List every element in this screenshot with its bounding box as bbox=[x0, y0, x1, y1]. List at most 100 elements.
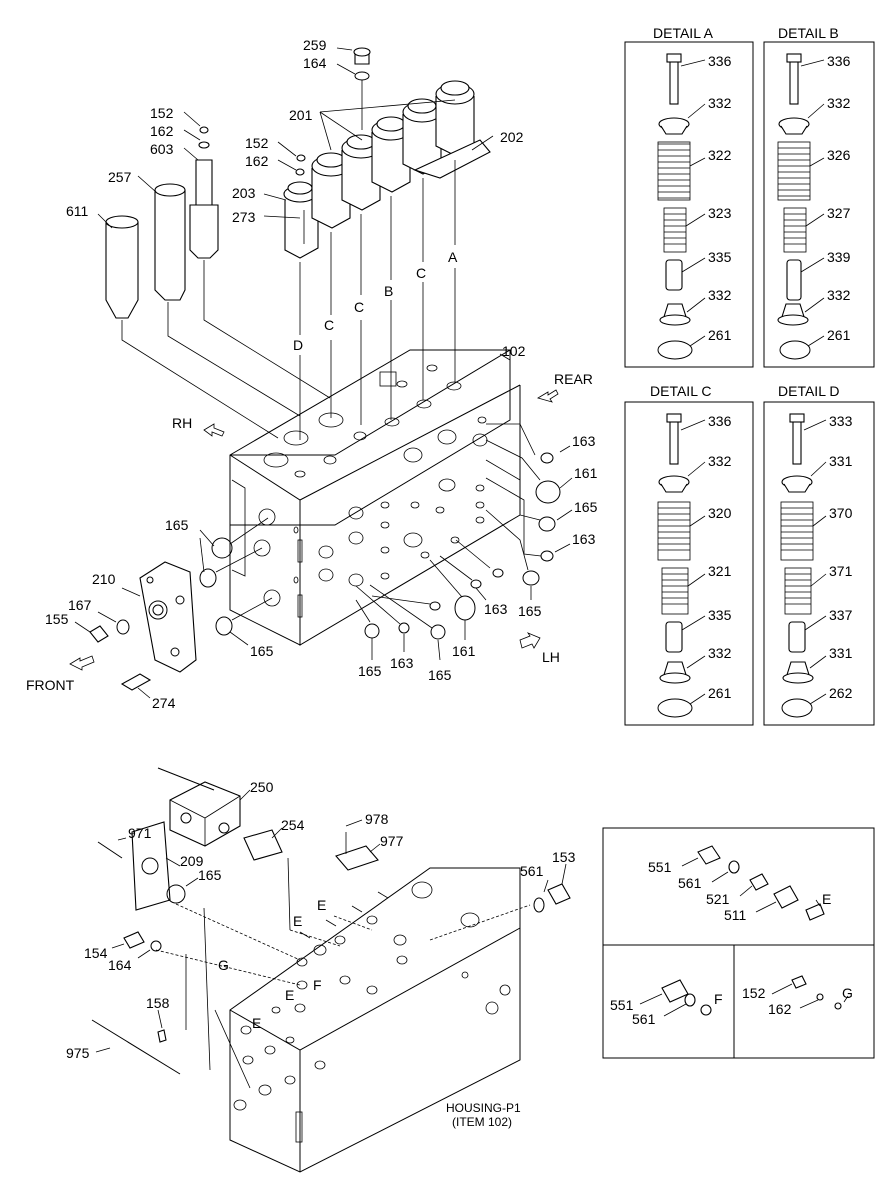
callout-163-d: 163 bbox=[390, 655, 414, 671]
inset-e-551: 551 bbox=[648, 859, 672, 875]
detail-d-part-3: 370 bbox=[829, 505, 853, 521]
callout-165-f: 165 bbox=[250, 643, 274, 659]
callout-102: 102 bbox=[502, 343, 526, 359]
detail-a-part-2: 332 bbox=[708, 95, 732, 111]
inset-g-letter: G bbox=[842, 985, 853, 1001]
detail-b-panel: DETAIL B 336 332 326 327 339 332 261 bbox=[763, 25, 875, 368]
inset-e-561: 561 bbox=[678, 875, 702, 891]
callout-164: 164 bbox=[108, 957, 132, 973]
detail-b-part-5: 339 bbox=[827, 249, 851, 265]
control-valve-block bbox=[229, 349, 521, 646]
detail-d-part-1: 333 bbox=[829, 413, 853, 429]
detail-c-part-4: 321 bbox=[708, 563, 732, 579]
callout-165: 165 bbox=[198, 867, 222, 883]
direction-indicators: REAR RH LH FRONT bbox=[26, 371, 593, 693]
callout-162: 162 bbox=[150, 123, 174, 139]
callout-163-b: 163 bbox=[572, 531, 596, 547]
callout-561: 561 bbox=[520, 863, 544, 879]
section-letter-c2: C bbox=[354, 299, 364, 315]
detail-a-part-1: 336 bbox=[708, 53, 732, 69]
detail-a-part-7: 261 bbox=[708, 327, 732, 343]
callout-611: 611 bbox=[66, 203, 89, 219]
front-cover: 210 167 155 274 bbox=[45, 561, 197, 711]
detail-a-part-3: 322 bbox=[708, 147, 732, 163]
inset-e-521: 521 bbox=[706, 891, 730, 907]
detail-a-title: DETAIL A bbox=[653, 25, 714, 41]
callout-152b: 152 bbox=[245, 135, 269, 151]
direction-front: FRONT bbox=[26, 677, 75, 693]
section-letter-d: D bbox=[293, 337, 303, 353]
inset-e-letter: E bbox=[822, 891, 831, 907]
detail-b-part-4: 327 bbox=[827, 205, 851, 221]
detail-b-title: DETAIL B bbox=[778, 25, 839, 41]
detail-c-part-6: 332 bbox=[708, 645, 732, 661]
callout-201: 201 bbox=[289, 107, 313, 123]
callout-154: 154 bbox=[84, 945, 108, 961]
housing-letter-e-1: E bbox=[293, 913, 302, 929]
detail-b-part-6: 332 bbox=[827, 287, 851, 303]
callout-202: 202 bbox=[500, 129, 524, 145]
direction-rh: RH bbox=[172, 415, 192, 431]
inset-f-letter: F bbox=[714, 991, 723, 1007]
callout-978: 978 bbox=[365, 811, 389, 827]
section-letter-b: B bbox=[384, 283, 393, 299]
housing-letter-e-3: E bbox=[285, 987, 294, 1003]
callout-165-c: 165 bbox=[428, 667, 452, 683]
direction-rear: REAR bbox=[554, 371, 593, 387]
detail-d-part-4: 371 bbox=[829, 563, 853, 579]
callout-254: 254 bbox=[281, 817, 305, 833]
detail-a-part-6: 332 bbox=[708, 287, 732, 303]
direction-lh: LH bbox=[542, 649, 560, 665]
callout-165-b: 165 bbox=[518, 603, 542, 619]
housing-caption-1: HOUSING-P1 bbox=[446, 1101, 521, 1115]
detail-c-title: DETAIL C bbox=[650, 383, 711, 399]
callout-203: 203 bbox=[232, 185, 256, 201]
detail-d-panel: DETAIL D 333 331 370 371 337 331 262 bbox=[763, 383, 875, 726]
detail-a-part-5: 335 bbox=[708, 249, 732, 265]
detail-d-title: DETAIL D bbox=[778, 383, 839, 399]
callout-152: 152 bbox=[150, 105, 174, 121]
detail-b-part-3: 326 bbox=[827, 147, 851, 163]
housing-letter-e-2: E bbox=[317, 897, 326, 913]
cap-leader-lines bbox=[299, 99, 494, 440]
detail-b-part-2: 332 bbox=[827, 95, 851, 111]
callout-165-d: 165 bbox=[358, 663, 382, 679]
callout-274: 274 bbox=[152, 695, 176, 711]
relief-valves bbox=[105, 126, 331, 439]
callout-167: 167 bbox=[68, 597, 92, 613]
callout-209: 209 bbox=[180, 853, 204, 869]
inset-e-511: 511 bbox=[724, 907, 747, 923]
section-letter-a: A bbox=[448, 249, 458, 265]
detail-b-part-1: 336 bbox=[827, 53, 851, 69]
detail-a-panel: DETAIL A 336 332 322 323 335 332 261 bbox=[624, 25, 754, 368]
callout-161-b: 161 bbox=[452, 643, 476, 659]
callout-971: 971 bbox=[128, 825, 152, 841]
callout-162b: 162 bbox=[245, 153, 269, 169]
detail-d-part-5: 337 bbox=[829, 607, 853, 623]
callout-161-a: 161 bbox=[574, 465, 598, 481]
detail-c-part-7: 261 bbox=[708, 685, 732, 701]
callout-210: 210 bbox=[92, 571, 116, 587]
housing-letter-e-4: E bbox=[252, 1015, 261, 1031]
housing-letter-g: G bbox=[218, 957, 229, 973]
housing-body bbox=[229, 867, 521, 1173]
callout-259: 259 bbox=[303, 37, 327, 53]
callout-250: 250 bbox=[250, 779, 274, 795]
housing-parts: 250 254 978 977 971 209 165 561 153 154 … bbox=[66, 767, 576, 1129]
detail-c-part-2: 332 bbox=[708, 453, 732, 469]
housing-letter-f: F bbox=[313, 977, 322, 993]
inset-f-551: 551 bbox=[610, 997, 634, 1013]
callout-153: 153 bbox=[552, 849, 576, 865]
inset-f-561: 561 bbox=[632, 1011, 656, 1027]
section-letter-c1: C bbox=[324, 317, 334, 333]
detail-c-part-1: 336 bbox=[708, 413, 732, 429]
inset-g-152: 152 bbox=[742, 985, 766, 1001]
callout-164: 164 bbox=[303, 55, 327, 71]
callout-163-c: 163 bbox=[484, 601, 508, 617]
detail-d-part-7: 262 bbox=[829, 685, 853, 701]
inset-g-162: 162 bbox=[768, 1001, 792, 1017]
callout-977: 977 bbox=[380, 833, 404, 849]
detail-c-part-3: 320 bbox=[708, 505, 732, 521]
detail-d-part-2: 331 bbox=[829, 453, 853, 469]
